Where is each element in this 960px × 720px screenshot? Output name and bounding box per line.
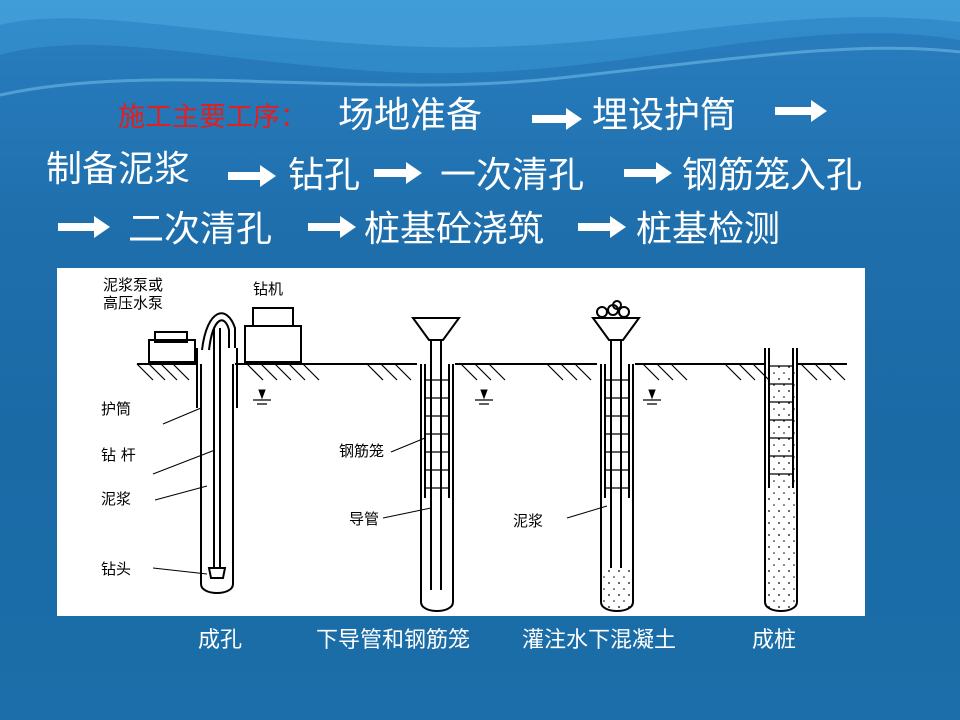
label-pump-line1: 泥浆泵或 — [103, 276, 163, 294]
stage-drilling — [136, 307, 357, 594]
label-rebar-cage: 钢筋笼 — [339, 442, 384, 460]
arrow-icon — [624, 162, 672, 184]
label-drill-rod: 钻 杆 — [101, 446, 136, 464]
label-slurry-2: 泥浆 — [513, 512, 543, 530]
stage-finished-pile — [717, 348, 847, 612]
label-tremie-pipe: 导管 — [349, 510, 379, 528]
step-prepare-slurry: 制备泥浆 — [46, 149, 191, 190]
arrow-icon — [58, 216, 110, 238]
arrow-icon — [228, 165, 276, 187]
arrow-icon — [578, 216, 626, 238]
step-second-cleaning: 二次清孔 — [128, 209, 273, 250]
label-drill-rig: 钻机 — [253, 280, 283, 298]
step-concrete-pour: 桩基砼浇筑 — [364, 209, 545, 250]
process-title-prefix: 施工主要工序： — [118, 102, 307, 133]
step-site-prep: 场地准备 — [338, 95, 483, 136]
caption-finished-pile: 成桩 — [752, 628, 797, 653]
label-drill-bit: 钻头 — [101, 560, 131, 578]
caption-pour-concrete: 灌注水下混凝土 — [522, 628, 677, 653]
label-pump-line2: 高压水泵 — [103, 294, 163, 312]
step-drilling: 钻孔 — [288, 155, 361, 196]
diagram-drawing: 泥浆泵或 高压水泵 钻机 护筒 钻 杆 泥浆 钻头 钢筋笼 导管 泥浆 — [101, 276, 847, 612]
label-casing: 护筒 — [101, 400, 131, 418]
step-bury-casing: 埋设护筒 — [592, 95, 737, 136]
caption-form-hole: 成孔 — [198, 628, 243, 653]
arrow-icon — [308, 216, 356, 238]
header-wave-decoration — [0, 0, 960, 97]
arrow-icon — [374, 162, 422, 184]
arrow-icon — [775, 100, 827, 122]
label-slurry: 泥浆 — [101, 490, 131, 508]
step-first-cleaning: 一次清孔 — [440, 155, 585, 196]
stage-pouring — [537, 300, 717, 612]
stage-pipe-cage — [357, 317, 537, 612]
step-cage-insert: 钢筋笼入孔 — [682, 155, 863, 196]
step-pile-testing: 桩基检测 — [636, 209, 781, 250]
pile-construction-diagram: 泥浆泵或 高压水泵 钻机 护筒 钻 杆 泥浆 钻头 钢筋笼 导管 泥浆 — [57, 268, 865, 616]
arrow-icon — [532, 108, 582, 130]
caption-pipe-cage: 下导管和钢筋笼 — [316, 628, 471, 653]
